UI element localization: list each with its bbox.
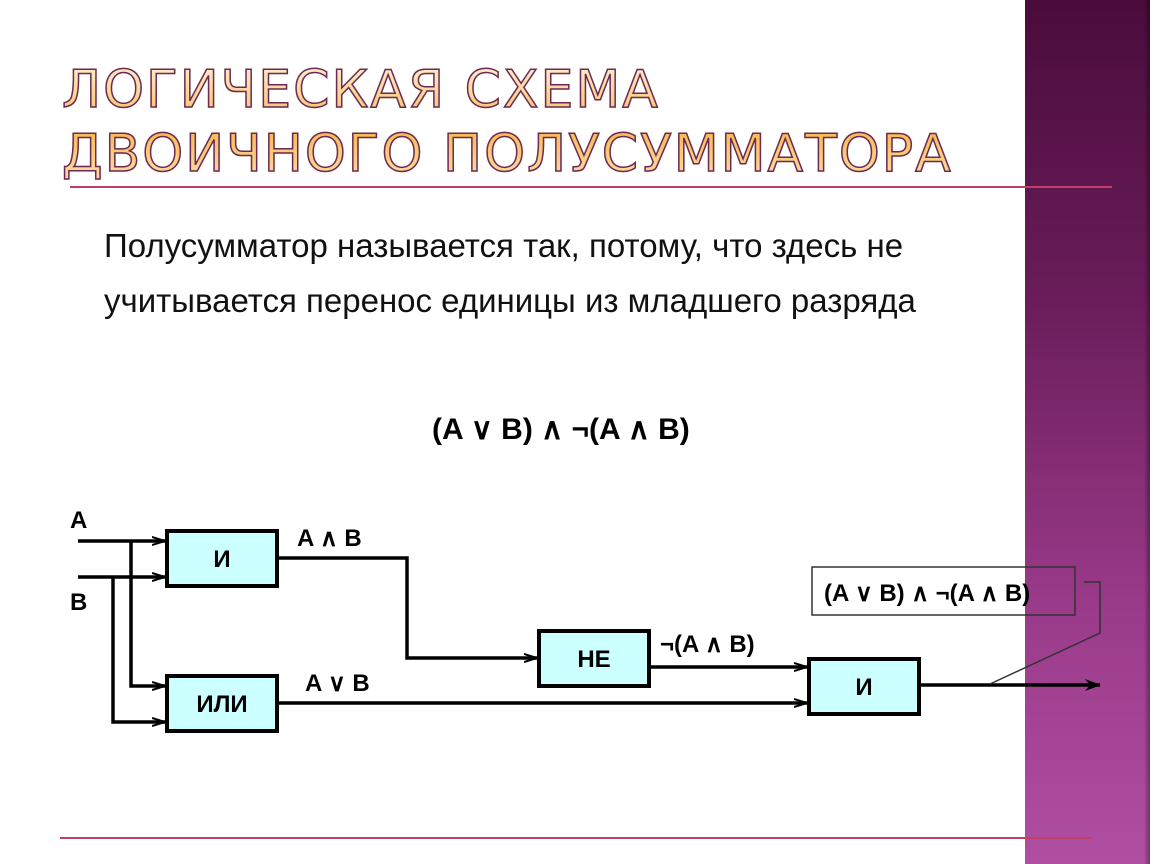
gate-and-1-label: И xyxy=(213,546,230,573)
gate-and-1 xyxy=(165,529,279,588)
formula: (A ∨ B) ∧ ¬(A ∧ B) xyxy=(432,413,690,446)
body-text: Полусумматор называется так, потому, что… xyxy=(104,227,916,319)
input-b-label: B xyxy=(70,589,87,616)
wire-b-to-or xyxy=(111,577,165,722)
output-label: (A ∨ B) ∧ ¬(A ∧ B) xyxy=(824,580,1030,607)
gate-and-2-label: И xyxy=(855,674,872,701)
gate-or-label: ИЛИ xyxy=(196,691,247,718)
output-label-box xyxy=(811,566,1076,616)
gate-and-2 xyxy=(807,657,921,716)
title-line-2: ДВОИЧНОГО ПОЛУСУММАТОРА xyxy=(61,123,953,185)
title-divider xyxy=(70,186,1112,188)
gate-not-label: НЕ xyxy=(577,646,610,673)
and-output-label: A ∧ B xyxy=(297,525,362,552)
wire-and-to-not xyxy=(277,556,537,658)
slide-title: ЛОГИЧЕСКАЯ СХЕМА ДВОИЧНОГО ПОЛУСУММАТОРА xyxy=(61,58,953,186)
input-a-label: A xyxy=(70,507,87,534)
title-line-1: ЛОГИЧЕСКАЯ СХЕМА xyxy=(61,59,660,121)
output-callout-line xyxy=(989,581,1101,685)
decorative-side-band xyxy=(1025,0,1150,864)
gate-or xyxy=(165,674,279,733)
footer-divider xyxy=(60,837,1092,839)
gate-not xyxy=(537,629,651,688)
not-output-label: ¬(A ∧ B) xyxy=(660,631,755,658)
wire-a-to-or xyxy=(129,541,165,686)
or-output-label: A ∨ B xyxy=(305,670,370,697)
